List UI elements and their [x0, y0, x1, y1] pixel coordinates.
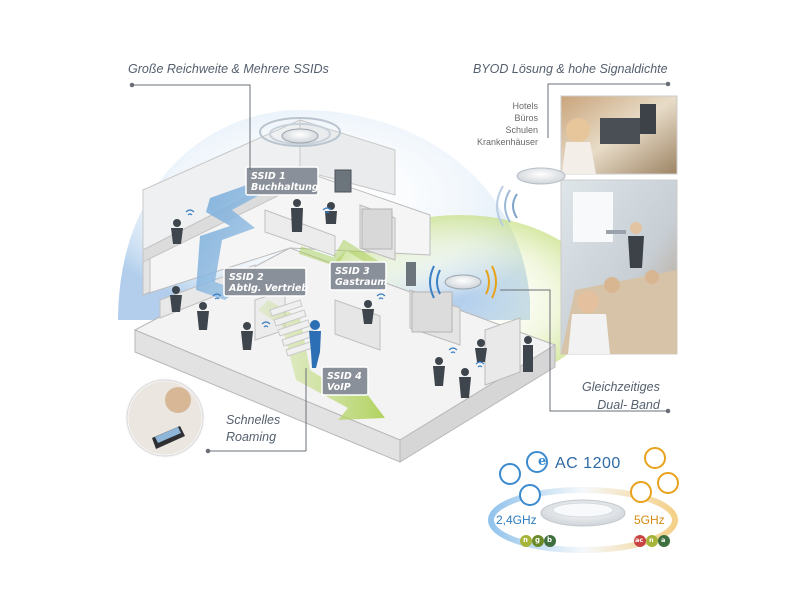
ceiling-ap-1	[259, 117, 341, 147]
tag-5-n: n	[649, 536, 654, 544]
photo-classroom	[560, 95, 678, 175]
ssid-label-2: SSID 2 Abtlg. Vertrieb	[229, 272, 308, 294]
dualband-line-1: Gleichzeitiges	[582, 380, 660, 394]
photo-meeting	[560, 179, 678, 355]
dualband-line-2: Dual- Band	[597, 398, 660, 412]
people	[170, 199, 533, 398]
callout-lines	[129, 81, 671, 454]
ceiling-ap-byod	[496, 167, 566, 227]
ssid-name-4: VoIP	[327, 382, 351, 393]
ssid-id-1: SSID 1	[251, 171, 286, 182]
ssid-name-1: Buchhaltung	[251, 182, 319, 193]
wifi-markers	[185, 207, 485, 368]
ssid-label-3: SSID 3 Gastraum	[335, 266, 387, 288]
ssid-label-4: SSID 4 VoIP	[327, 371, 362, 393]
callout-roaming: Schnelles Roaming	[226, 412, 280, 446]
tag-5-ac: ac	[635, 536, 644, 544]
venue-hotels: Hotels	[512, 101, 538, 111]
tag-24-n: n	[523, 536, 528, 544]
ssid-box-1	[245, 166, 319, 196]
ssid-box-2	[223, 267, 307, 297]
venue-list: Hotels Büros Schulen Krankenhäuser	[450, 100, 538, 148]
roaming-phone-photo	[125, 378, 205, 458]
dual-band-badge	[488, 447, 679, 553]
roaming-line-2: Roaming	[226, 430, 277, 444]
ssid-label-1: SSID 1 Buchhaltung	[251, 171, 319, 193]
callout-range-ssids: Große Reichweite & Mehrere SSIDs	[128, 62, 329, 76]
tag-5-a: a	[661, 536, 666, 544]
stairs	[269, 299, 319, 357]
band-5ghz-label: 5GHz	[634, 513, 665, 527]
walking-user	[309, 320, 321, 368]
ssid-name-3: Gastraum	[335, 277, 388, 288]
venue-hospitals: Krankenhäuser	[476, 137, 538, 147]
ie-icon: e	[538, 454, 547, 469]
tag-24-g: g	[535, 536, 541, 544]
ssid-id-4: SSID 4	[327, 371, 362, 382]
ssid-id-2: SSID 2	[229, 272, 264, 283]
tag-24-b: b	[547, 536, 553, 544]
venue-offices: Büros	[514, 113, 538, 123]
ssid-name-2: Abtlg. Vertrieb	[229, 283, 309, 294]
ssid-box-3	[329, 261, 387, 291]
roaming-path-blue	[196, 182, 265, 300]
roaming-line-1: Schnelles	[226, 413, 281, 427]
band-24ghz-label: 2,4GHz	[496, 513, 537, 527]
venue-schools: Schulen	[505, 125, 538, 135]
ceiling-ap-2	[429, 265, 497, 299]
ssid-box-4	[321, 366, 369, 396]
callout-byod: BYOD Lösung & hohe Signaldichte	[473, 62, 668, 76]
ac1200-title: AC 1200	[555, 455, 621, 472]
callout-dual-band: Gleichzeitiges Dual- Band	[582, 378, 660, 414]
ssid-id-3: SSID 3	[335, 266, 370, 277]
